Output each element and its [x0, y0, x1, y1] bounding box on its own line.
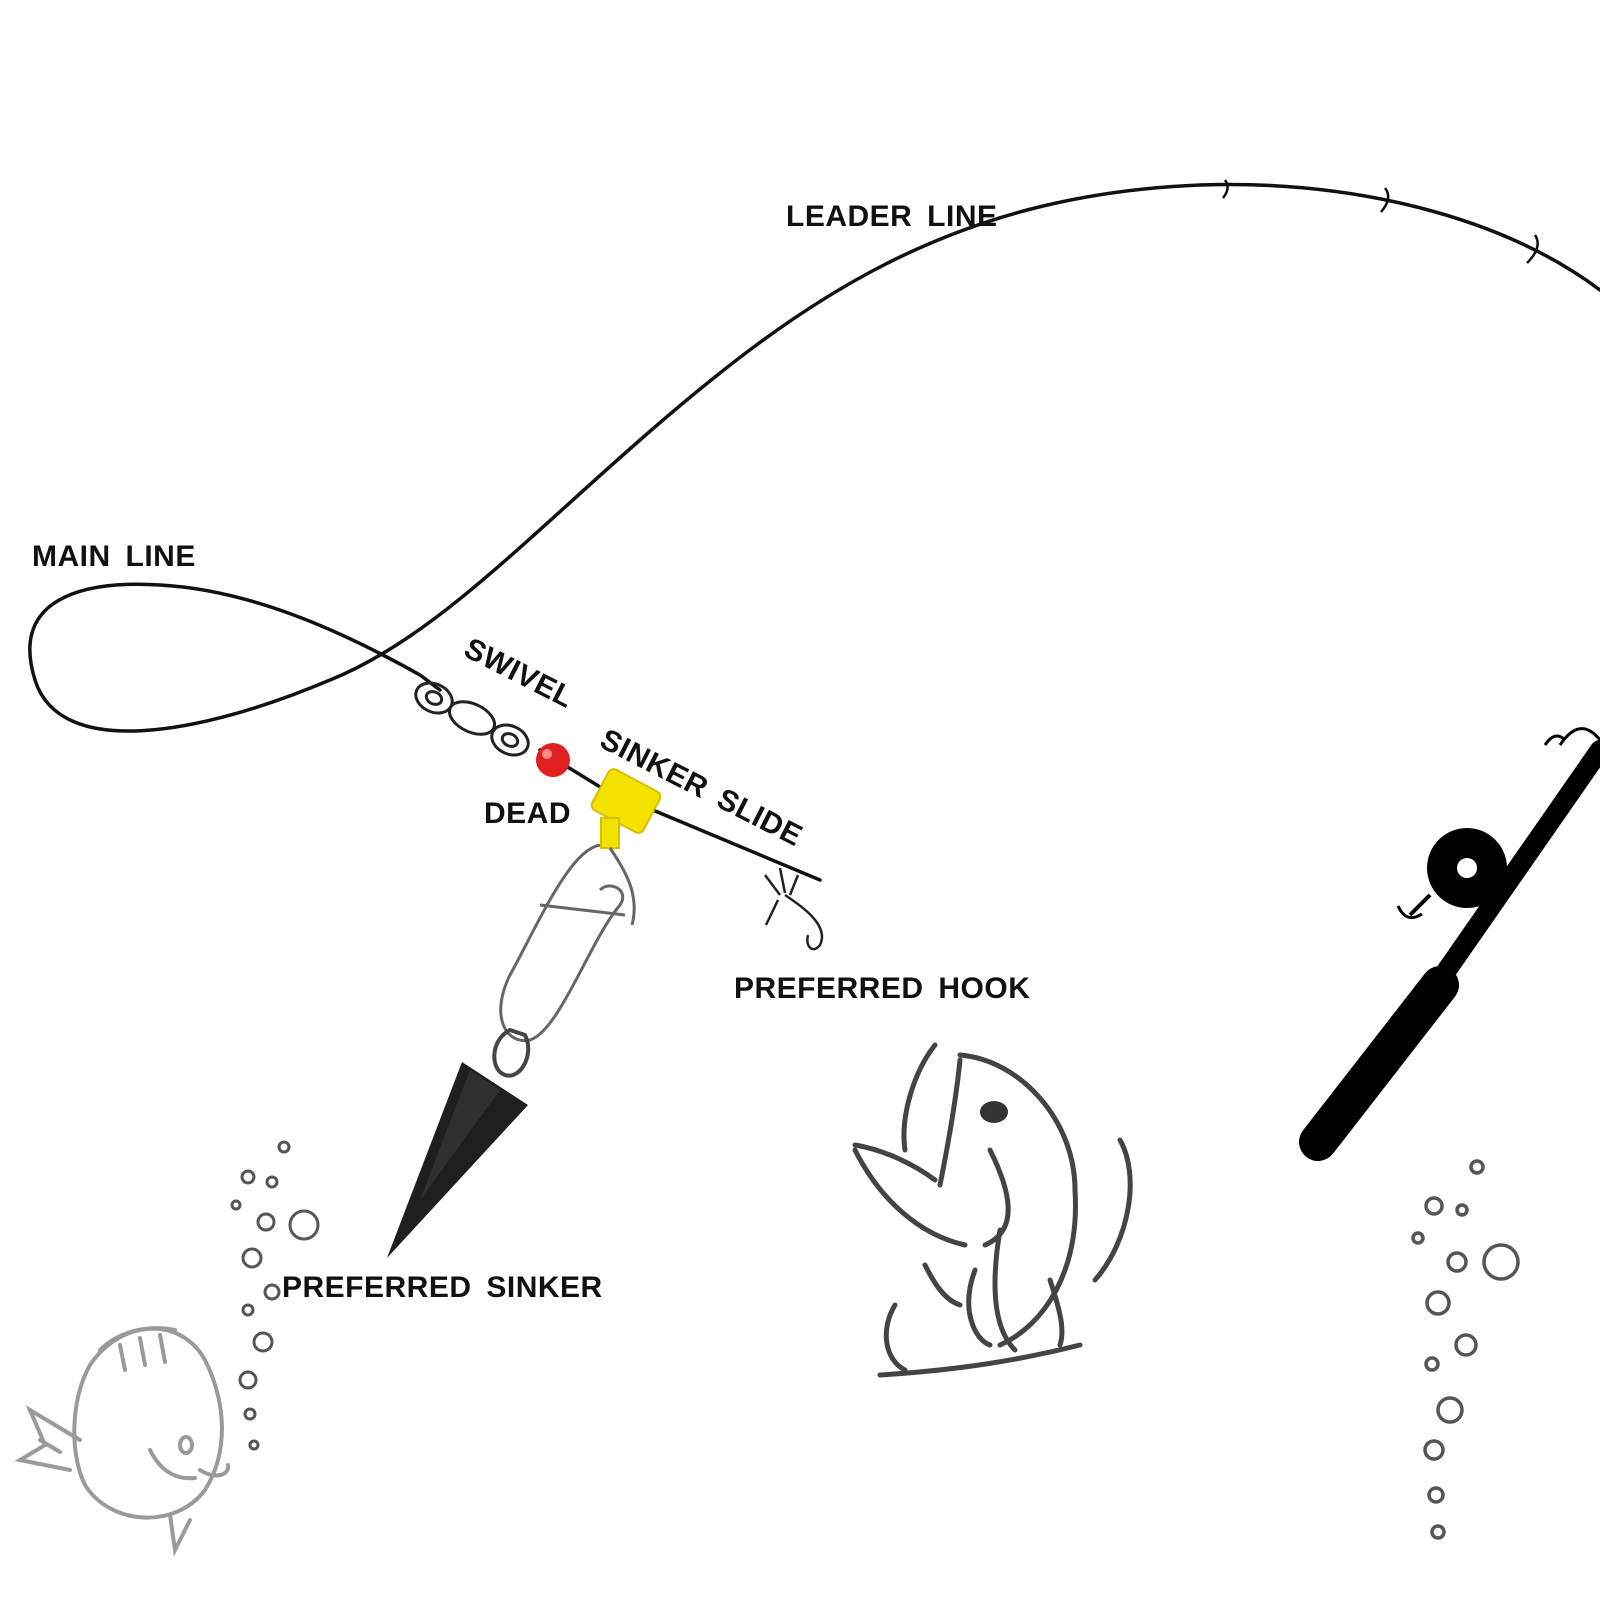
bubbles-right — [1411, 1159, 1520, 1540]
fly-hook-icon — [764, 867, 824, 951]
dead-bead-icon — [536, 743, 570, 777]
rod-guides — [1222, 179, 1539, 264]
label-leader-line: LEADER LINE — [786, 200, 998, 233]
snap-clip-icon — [499, 843, 636, 1043]
label-swivel: SWIVEL — [459, 632, 579, 715]
bubbles-left — [230, 1140, 320, 1451]
reel-icon — [1396, 828, 1513, 920]
label-dead: DEAD — [484, 797, 571, 830]
fishing-rod-icon — [1299, 727, 1600, 1161]
label-preferred-sinker: PREFERRED SINKER — [282, 1271, 603, 1304]
label-main-line: MAIN LINE — [32, 540, 196, 573]
fishing-line — [28, 182, 1600, 882]
sinker-slide-icon — [590, 768, 662, 849]
cone-sinker-icon — [387, 1027, 531, 1258]
bass-fish-icon — [852, 1042, 1133, 1378]
label-preferred-hook: PREFERRED HOOK — [734, 972, 1030, 1005]
small-fish-icon — [14, 1326, 231, 1557]
swivel-icon — [414, 681, 530, 757]
